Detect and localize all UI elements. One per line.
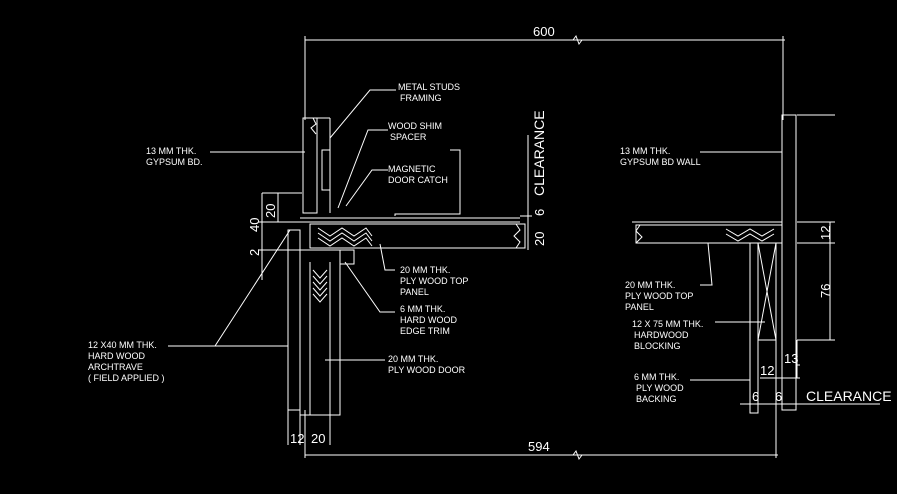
label-ply-door-2: PLY WOOD DOOR: [388, 365, 466, 375]
label-wood-shim-2: SPACER: [390, 132, 427, 142]
label-backing-2: PLY WOOD: [636, 383, 684, 393]
label-ply-top-right-1: 20 MM THK.: [625, 280, 675, 290]
label-edge-trim-3: EDGE TRIM: [400, 326, 450, 336]
leader-metal-studs: [329, 89, 396, 139]
dim-13: 13: [784, 351, 798, 366]
dim-20b: 20: [532, 232, 547, 246]
label-blocking-1: 12 X 75 MM THK.: [632, 319, 703, 329]
door-jamb: [299, 249, 341, 416]
edge-trim-hatch: [312, 275, 328, 285]
ply-hatch: [317, 237, 373, 247]
door-catch-bracket: [394, 149, 461, 216]
label-gypsum-left-1: 13 MM THK.: [146, 146, 196, 156]
dim-20c: 20: [311, 431, 325, 446]
leader-architrave-1: [168, 229, 291, 347]
edge-trim-hatch: [312, 281, 328, 291]
ply-hatch: [317, 227, 373, 237]
dim-76: 76: [818, 284, 833, 298]
break-mark: [310, 117, 317, 135]
leader-ply-top-right: [700, 242, 713, 286]
dim-6b: 6: [752, 389, 759, 404]
clearance-left: CLEARANCE: [531, 110, 547, 196]
ply-hatch: [725, 233, 775, 242]
label-ply-top-left-1: 20 MM THK.: [400, 265, 450, 275]
edge-trim-block: [339, 249, 355, 265]
label-edge-trim-1: 6 MM THK.: [400, 304, 445, 314]
edge-trim-hatch: [312, 269, 328, 279]
edge-trim-hatch: [312, 293, 328, 303]
right-wall-gypsum: [781, 114, 797, 411]
label-ply-top-right-3: PANEL: [625, 302, 654, 312]
label-backing-3: BACKING: [636, 394, 677, 404]
label-wood-shim-1: WOOD SHIM: [388, 121, 442, 131]
dim-12b: 12: [818, 226, 833, 240]
label-architrave-3: ARCHTRAVE: [88, 362, 143, 372]
ply-top-panel-right: [635, 224, 783, 244]
dim-6a: 6: [532, 209, 547, 216]
label-gypsum-right-2: GYPSUM BD WALL: [620, 157, 701, 167]
ply-backing: [749, 242, 759, 414]
dim-40: 40: [247, 218, 262, 232]
label-metal-studs-1: METAL STUDS: [398, 82, 460, 92]
break-mark: [513, 223, 521, 249]
label-gypsum-left-2: GYPSUM BD.: [146, 157, 203, 167]
leader-edge-trim: [344, 261, 395, 313]
dim-6c: 6: [775, 389, 782, 404]
left-wall-gypsum: [302, 117, 318, 214]
leader-magnetic: [345, 169, 388, 207]
architrave: [287, 229, 301, 411]
ply-hatch: [317, 232, 373, 242]
break-mark: [635, 224, 643, 244]
dim-12c: 12: [760, 363, 774, 378]
label-architrave-4: ( FIELD APPLIED ): [88, 373, 165, 383]
label-architrave-1: 12 X40 MM THK.: [88, 340, 157, 350]
label-blocking-3: BLOCKING: [634, 341, 681, 351]
leader-ply-top-left: [379, 243, 395, 271]
label-magnetic-2: DOOR CATCH: [388, 175, 448, 185]
label-ply-top-right-2: PLY WOOD TOP: [625, 291, 693, 301]
label-ply-top-left-3: PANEL: [400, 287, 429, 297]
label-edge-trim-2: HARD WOOD: [400, 315, 457, 325]
label-architrave-2: HARD WOOD: [88, 351, 145, 361]
leader-wood-shim: [337, 129, 388, 209]
label-metal-studs-2: FRAMING: [400, 93, 442, 103]
dim-600: 600: [533, 24, 555, 39]
metal-stud: [321, 149, 330, 191]
dim-20a: 20: [263, 204, 278, 218]
break-mark: [572, 34, 583, 46]
label-backing-1: 6 MM THK.: [634, 372, 679, 382]
label-magnetic-1: MAGNETIC: [388, 164, 436, 174]
label-gypsum-right-1: 13 MM THK.: [620, 146, 670, 156]
label-ply-top-left-2: PLY WOOD TOP: [400, 276, 468, 286]
clearance-right: CLEARANCE: [806, 388, 892, 404]
break-mark: [572, 449, 583, 461]
dim-12a: 12: [290, 431, 304, 446]
dim-2: 2: [247, 249, 262, 256]
label-ply-door-1: 20 MM THK.: [388, 354, 438, 364]
dim-594: 594: [528, 439, 550, 454]
blocking-cross: [757, 242, 777, 341]
ply-hatch: [725, 228, 775, 237]
label-blocking-2: HARDWOOD: [634, 330, 689, 340]
edge-trim-hatch: [312, 287, 328, 297]
